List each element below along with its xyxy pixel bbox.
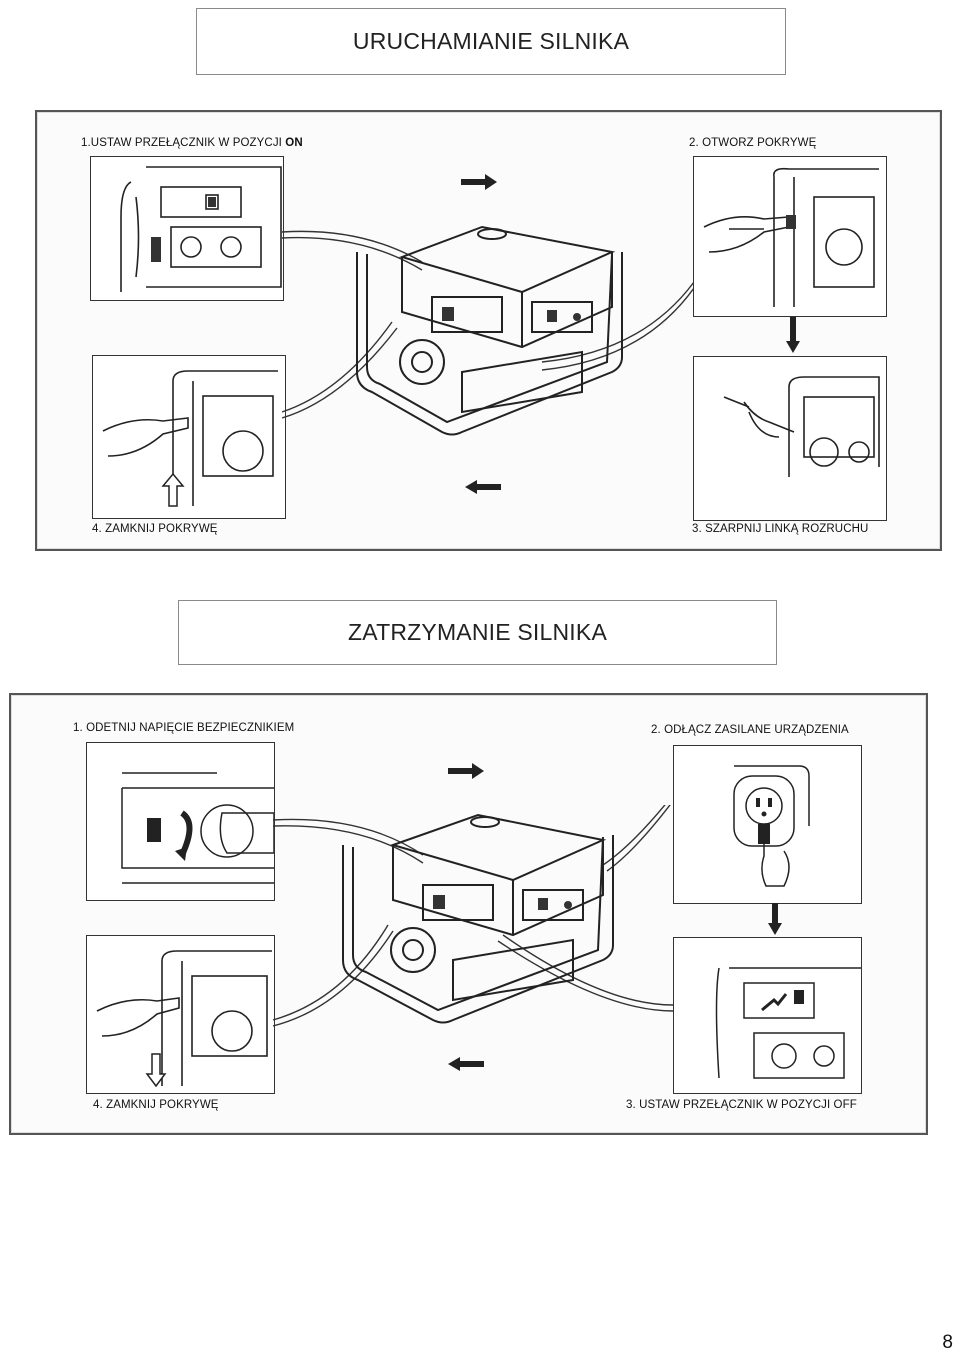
stop-generator-illustration bbox=[273, 805, 673, 1045]
stop-arrow-down-icon bbox=[768, 903, 782, 935]
stop-step-3-illustration bbox=[673, 937, 862, 1094]
start-step-2-illustration bbox=[693, 156, 887, 317]
stop-step-3-label: 3. USTAW PRZEŁĄCZNIK W POZYCJI OFF bbox=[626, 1099, 857, 1111]
start-arrow-right-icon bbox=[461, 174, 497, 190]
start-step-1-on: ON bbox=[285, 137, 303, 149]
start-step-1-illustration bbox=[90, 156, 284, 301]
stop-step-1-label: 1. ODETNIJ NAPIĘCIE BEZPIECZNIKIEM bbox=[73, 722, 295, 734]
start-arrow-down-icon bbox=[786, 317, 800, 353]
stop-step-2-label: 2. ODŁĄCZ ZASILANE URZĄDZENIA bbox=[651, 724, 849, 736]
start-step-1-label: 1.USTAW PRZEŁĄCZNIK W POZYCJI ON bbox=[81, 137, 303, 149]
start-step-4-illustration bbox=[92, 355, 286, 519]
circuit-breaker-icon bbox=[121, 772, 274, 884]
close-cover-icon bbox=[102, 370, 278, 507]
stop-step-4-label: 4. ZAMKNIJ POKRYWĘ bbox=[93, 1099, 219, 1111]
start-step-2-label: 2. OTWORZ POKRYWĘ bbox=[689, 137, 817, 149]
page-number: 8 bbox=[942, 1332, 953, 1353]
unplug-device-icon bbox=[733, 765, 810, 887]
switch-off-icon bbox=[715, 967, 861, 1079]
stop-title-text: ZATRZYMANIE SILNIKA bbox=[348, 619, 607, 645]
generator-icon bbox=[273, 805, 673, 1027]
start-section-title: URUCHAMIANIE SILNIKA bbox=[196, 8, 786, 75]
stop-arrow-right-icon bbox=[448, 763, 484, 779]
control-panel-icon bbox=[120, 166, 282, 292]
start-step-1-text: 1.USTAW PRZEŁĄCZNIK W POZYCJI bbox=[81, 137, 286, 149]
start-instructions-panel: 1.USTAW PRZEŁĄCZNIK W POZYCJI ON 2. OTWO… bbox=[35, 110, 942, 551]
start-step-3-label: 3. SZARPNIJ LINKĄ ROZRUCHU bbox=[692, 523, 869, 535]
stop-step-1-illustration bbox=[86, 742, 275, 901]
open-cover-icon bbox=[703, 167, 879, 307]
stop-section-title: ZATRZYMANIE SILNIKA bbox=[178, 600, 777, 665]
start-step-4-label: 4. ZAMKNIJ POKRYWĘ bbox=[92, 523, 218, 535]
starter-cord-icon bbox=[723, 376, 880, 477]
stop-step-4-illustration bbox=[86, 935, 275, 1094]
stop-instructions-panel: 1. ODETNIJ NAPIĘCIE BEZPIECZNIKIEM 2. OD… bbox=[9, 693, 928, 1135]
start-step-3-illustration bbox=[693, 356, 887, 521]
start-generator-illustration bbox=[282, 222, 694, 462]
stop-arrow-left-icon bbox=[448, 1057, 484, 1071]
start-title-text: URUCHAMIANIE SILNIKA bbox=[352, 28, 630, 54]
close-cover-icon bbox=[96, 950, 272, 1088]
generator-icon bbox=[282, 225, 694, 436]
start-arrow-left-icon bbox=[465, 480, 501, 494]
stop-step-2-illustration bbox=[673, 745, 862, 904]
